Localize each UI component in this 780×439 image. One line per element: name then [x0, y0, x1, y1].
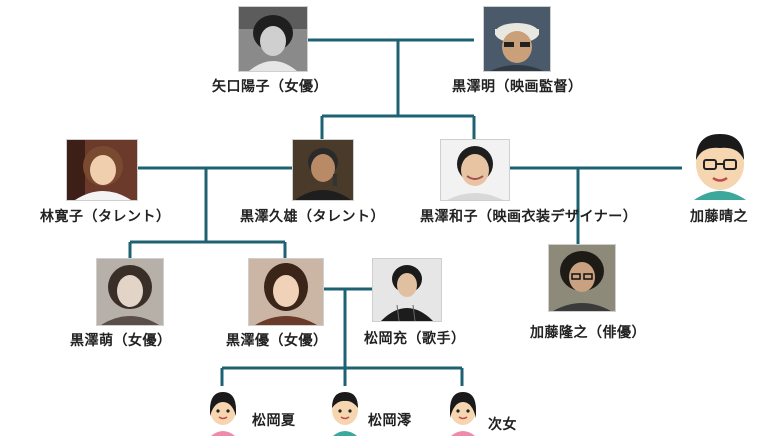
photo-kurosawa-yu	[248, 258, 324, 326]
photo-kurosawa-akira	[483, 6, 551, 72]
label-kato-haruyuki: 加藤晴之	[690, 209, 748, 225]
label-matsuoka-natsu: 松岡夏	[252, 413, 296, 429]
illustration-matsuoka-natsu	[206, 386, 240, 436]
label-kurosawa-kazuko: 黒澤和子（映画衣装デザイナー）	[420, 209, 638, 225]
illustration-jijo	[446, 386, 480, 436]
label-yaguchi: 矢口陽子（女優）	[212, 79, 328, 95]
photo-kurosawa-hisao	[292, 139, 354, 201]
label-kurosawa-akira: 黒澤明（映画監督）	[452, 79, 583, 95]
label-kato-takayuki: 加藤隆之（俳優）	[530, 325, 646, 341]
label-kurosawa-hisao: 黒澤久雄（タレント）	[240, 209, 385, 225]
label-hayashi: 林寛子（タレント）	[40, 209, 171, 225]
photo-yaguchi	[238, 6, 308, 72]
photo-kurosawa-moe	[96, 258, 164, 326]
label-jijo: 次女	[488, 417, 517, 433]
photo-kurosawa-kazuko	[440, 139, 510, 201]
label-matsuoka-mio: 松岡澪	[368, 413, 412, 429]
label-kurosawa-yu: 黒澤優（女優）	[226, 333, 328, 349]
photo-matsuoka-mitsuru	[372, 258, 442, 322]
photo-hayashi	[66, 139, 138, 201]
label-kurosawa-moe: 黒澤萌（女優）	[70, 333, 172, 349]
illustration-kato-haruyuki	[684, 126, 756, 200]
photo-kato-takayuki	[548, 244, 616, 312]
illustration-matsuoka-mio	[328, 386, 362, 436]
label-matsuoka-mitsuru: 松岡充（歌手）	[364, 331, 466, 347]
